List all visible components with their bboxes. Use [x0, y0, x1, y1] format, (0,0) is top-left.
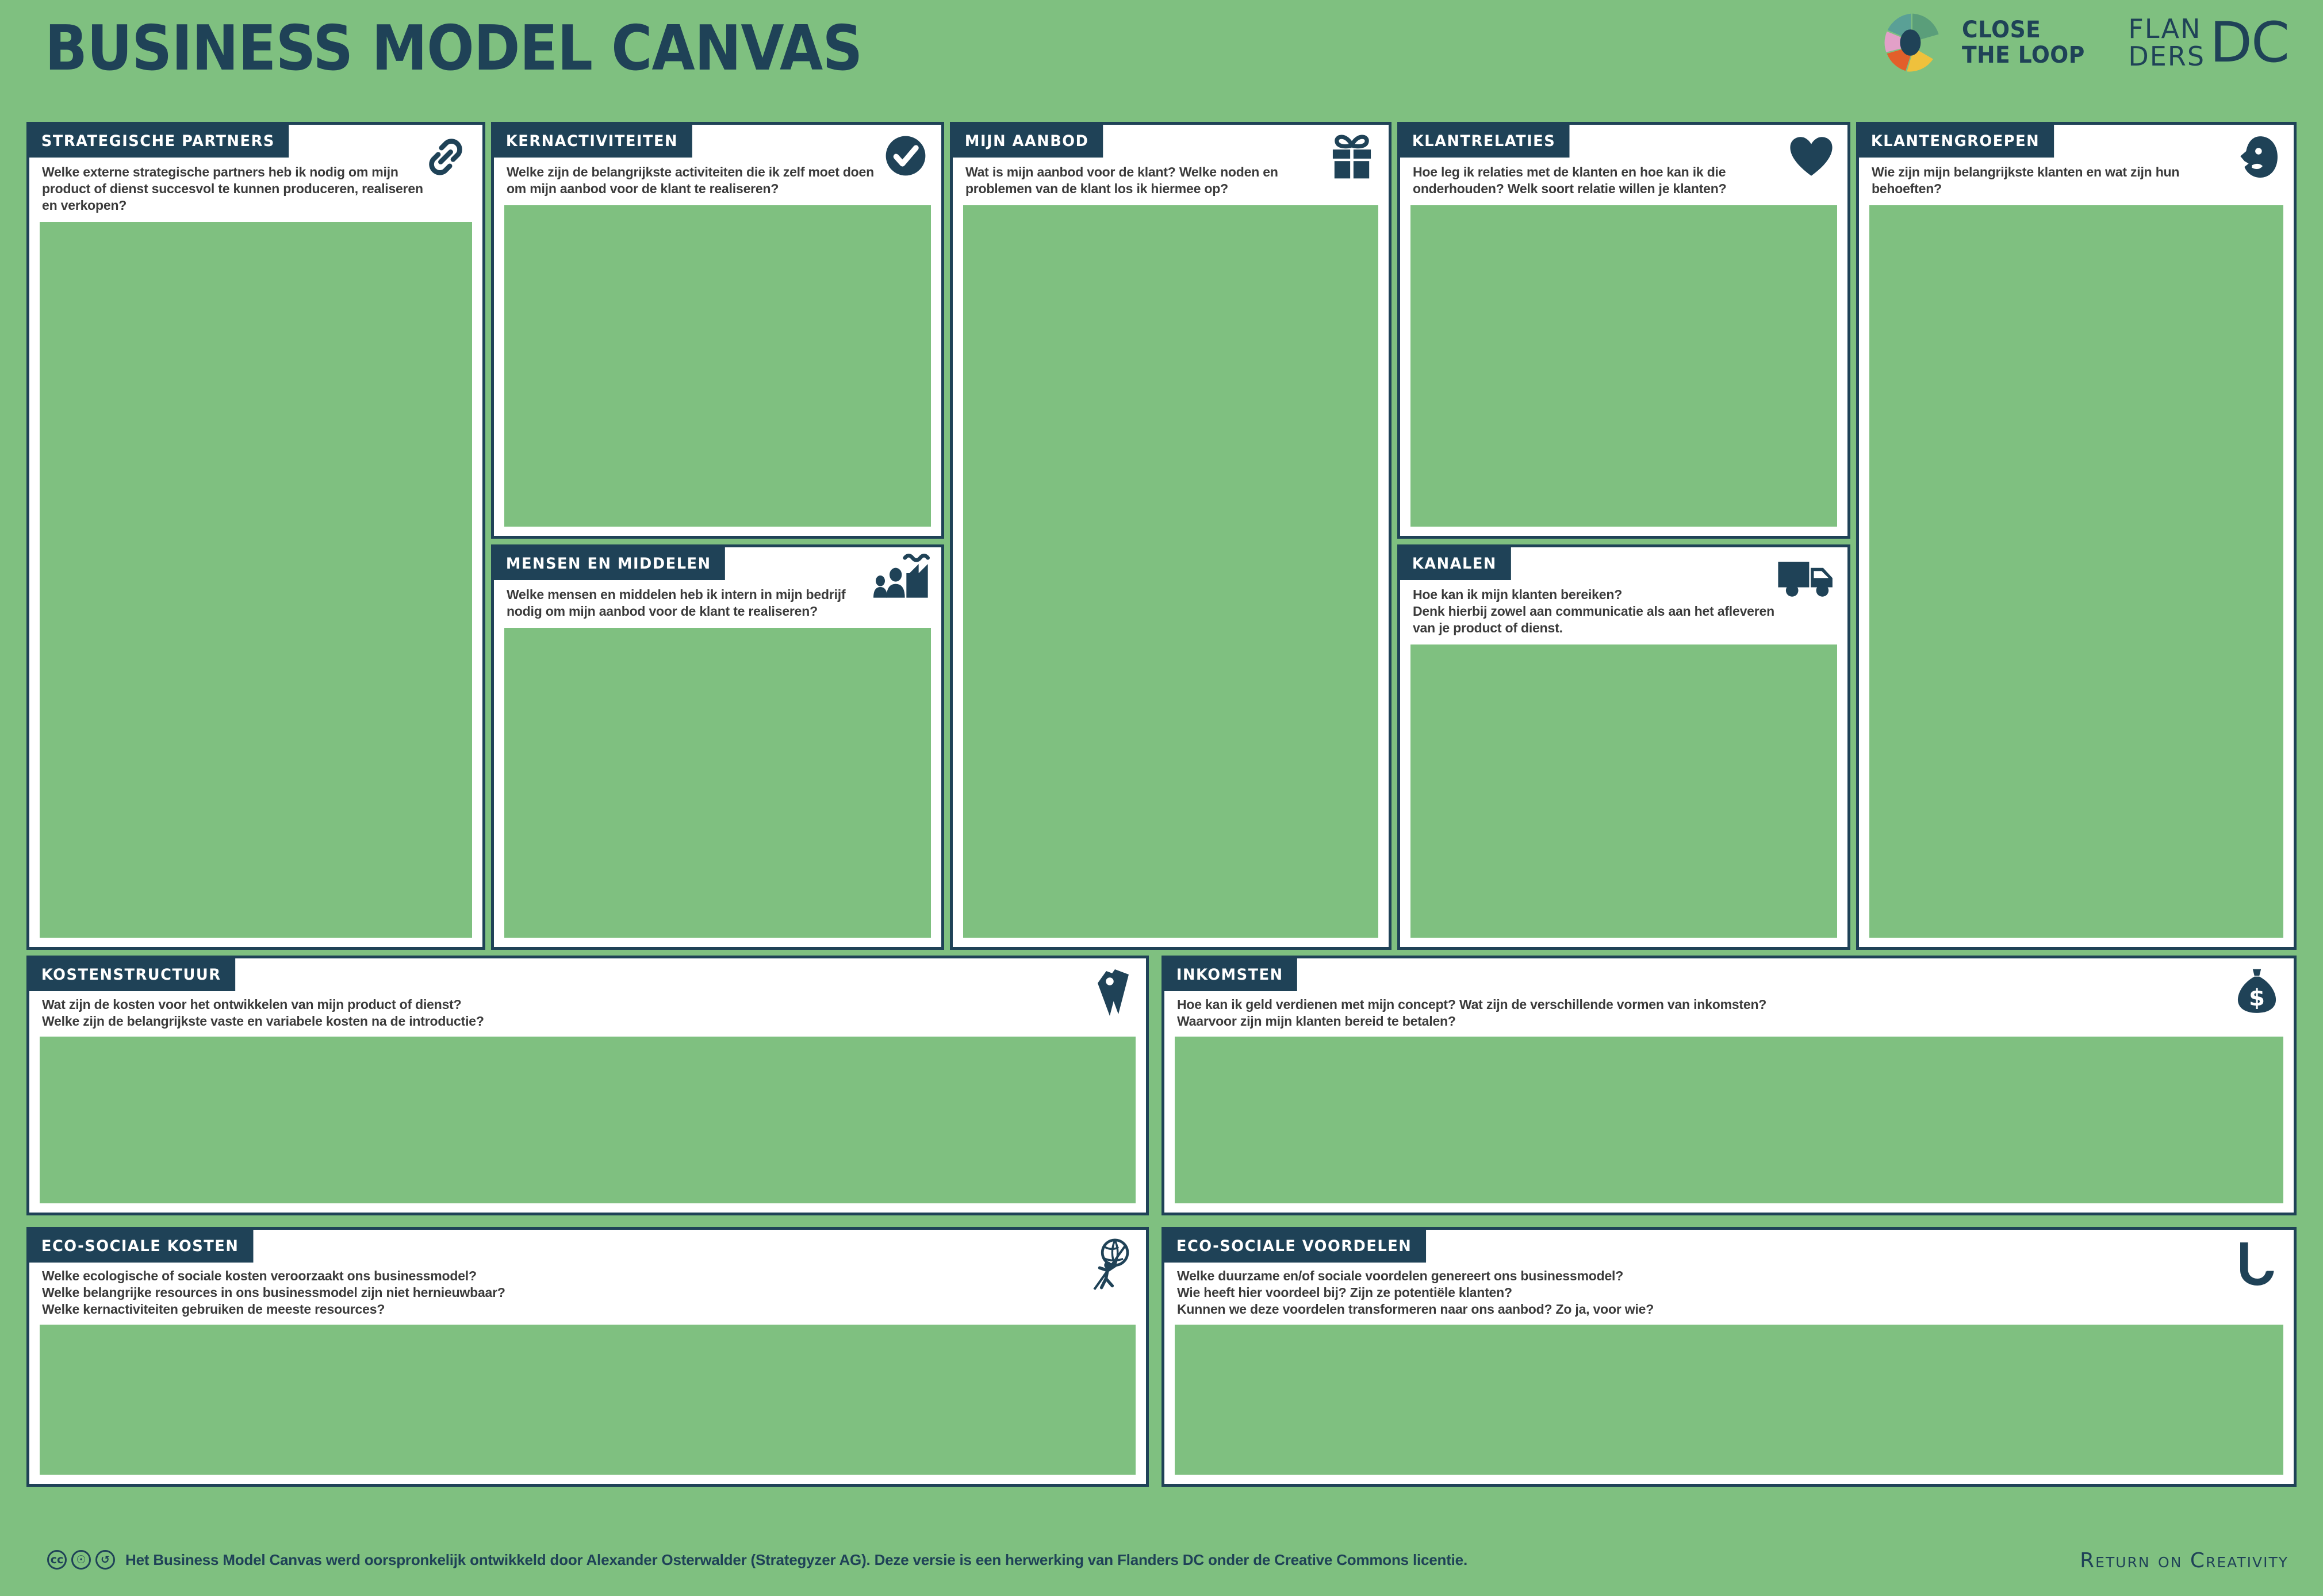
panel-eco-sociale-voordelen[interactable]: ECO-SOCIALE VOORDELEN Welke duurzame en/… — [1162, 1227, 2297, 1487]
panel-writing-area-klantengroepen[interactable] — [1869, 205, 2283, 938]
panel-title-kanalen: KANALEN — [1400, 547, 1511, 580]
panel-writing-area-kernactiviteiten[interactable] — [504, 205, 931, 527]
panel-writing-area-eco-sociale-kosten[interactable] — [40, 1325, 1136, 1475]
panel-writing-area-inkomsten[interactable] — [1175, 1037, 2283, 1203]
panel-desc-eco-sociale-voordelen: Welke duurzame en/of sociale voordelen g… — [1177, 1268, 1654, 1317]
head-profile-icon — [2230, 131, 2283, 186]
heart-icon — [1785, 131, 1837, 185]
panel-desc-mijn-aanbod: Wat is mijn aanbod voor de klant? Welke … — [965, 164, 1278, 196]
delivery-truck-icon — [1775, 553, 1837, 604]
panel-title-eco-sociale-kosten: ECO-SOCIALE KOSTEN — [29, 1230, 254, 1263]
panel-header: KOSTENSTRUCTUUR — [29, 958, 1146, 1016]
cc-by-icon: ☉ — [71, 1550, 91, 1570]
panel-header: KERNACTIVITEITEN — [493, 125, 941, 176]
price-tag-icon — [1080, 964, 1136, 1022]
bottom-right-slot: INKOMSTEN $ Hoe kan ik geld verdienen me… — [1162, 956, 2297, 1215]
flanders-dc-logo: FLAN DERS DC — [2128, 10, 2290, 75]
bottom-row-financial: KOSTENSTRUCTUUR Wat zijn de kosten voor … — [26, 956, 2297, 1215]
cc-sa-icon: ↺ — [95, 1550, 115, 1570]
column-strategische-partners: STRATEGISCHE PARTNERS Welke externe stra… — [26, 122, 485, 950]
column-klantengroepen: KLANTENGROEPEN Wie zijn mijn belangrijks… — [1856, 122, 2297, 950]
panel-kernactiviteiten[interactable]: KERNACTIVITEITEN Welke zijn de belangrij… — [490, 122, 944, 539]
column-mijn-aanbod: MIJN AANBOD Wat is mijn aanbod voor de k… — [949, 122, 1392, 950]
panel-title-klantrelaties: KLANTRELATIES — [1400, 125, 1570, 158]
panel-desc-klantengroepen: Wie zijn mijn belangrijkste klanten en w… — [1871, 164, 2180, 196]
panel-title-kostenstructuur: KOSTENSTRUCTUUR — [29, 958, 236, 991]
panel-header: STRATEGISCHE PARTNERS — [29, 125, 482, 175]
bottom-right-slot-eco: ECO-SOCIALE VOORDELEN Welke duurzame en/… — [1162, 1227, 2297, 1487]
canvas-grid: STRATEGISCHE PARTNERS Welke externe stra… — [26, 122, 2297, 950]
flanders-line2: DERS — [2128, 41, 2206, 72]
panel-header: KANALEN — [1400, 547, 1847, 597]
panel-desc-kanalen: Hoe kan ik mijn klanten bereiken? Denk h… — [1412, 587, 1774, 635]
panel-kostenstructuur[interactable]: KOSTENSTRUCTUUR Wat zijn de kosten voor … — [26, 956, 1149, 1215]
flanders-dc-mark: DC — [2210, 10, 2290, 75]
page-header: BUSINESS MODEL CANVAS CLOSE THE LOOP — [0, 0, 2323, 108]
panel-klantengroepen[interactable]: KLANTENGROEPEN Wie zijn mijn belangrijks… — [1856, 122, 2297, 950]
bottom-left-slot: KOSTENSTRUCTUUR Wat zijn de kosten voor … — [26, 956, 1149, 1215]
bottom-left-slot-eco: ECO-SOCIALE KOSTEN Welke ecologische of … — [26, 1227, 1149, 1487]
panel-desc-strategische-partners: Welke externe strategische partners heb … — [42, 164, 423, 213]
panel-header: MENSEN EN MIDDELEN — [493, 547, 941, 598]
panel-inkomsten[interactable]: INKOMSTEN $ Hoe kan ik geld verdienen me… — [1162, 956, 2297, 1215]
panel-kanalen[interactable]: KANALEN Hoe kan ik mijn klanten bereiken… — [1397, 544, 1850, 950]
logo-group: CLOSE THE LOOP FLAN DERS DC — [1878, 8, 2290, 77]
close-the-loop-logo: CLOSE THE LOOP — [1878, 8, 2092, 77]
panel-writing-area-eco-sociale-voordelen[interactable] — [1175, 1325, 2283, 1475]
return-on-creativity-tagline: Return on Creativity — [2080, 1549, 2288, 1572]
panel-klantrelaties[interactable]: KLANTRELATIES Hoe leg ik relaties met de… — [1397, 122, 1850, 539]
close-the-loop-mark-icon — [1878, 8, 1947, 77]
chain-link-icon — [419, 131, 472, 186]
panel-header: ECO-SOCIALE VOORDELEN — [1164, 1230, 2294, 1286]
panel-title-klantengroepen: KLANTENGROEPEN — [1858, 125, 2054, 158]
panel-title-mijn-aanbod: MIJN AANBOD — [952, 125, 1103, 158]
panel-title-mensen-en-middelen: MENSEN EN MIDDELEN — [493, 547, 726, 580]
close-the-loop-wordmark: CLOSE THE LOOP — [1962, 17, 2085, 68]
panel-writing-area-mijn-aanbod[interactable] — [963, 205, 1378, 938]
close-the-loop-line2: THE LOOP — [1961, 42, 2085, 68]
flanders-dc-wordmark: FLAN DERS — [2128, 15, 2205, 70]
panel-title-strategische-partners: STRATEGISCHE PARTNERS — [29, 125, 289, 158]
page-title: BUSINESS MODEL CANVAS — [45, 13, 862, 85]
panel-writing-area-strategische-partners[interactable] — [40, 222, 472, 938]
panel-mijn-aanbod[interactable]: MIJN AANBOD Wat is mijn aanbod voor de k… — [949, 122, 1392, 950]
creative-commons-icons: cc ☉ ↺ — [47, 1550, 115, 1570]
panel-writing-area-mensen-en-middelen[interactable] — [504, 628, 931, 938]
panel-title-kernactiviteiten: KERNACTIVITEITEN — [493, 125, 692, 158]
column-kernactiviteiten: KERNACTIVITEITEN Welke zijn de belangrij… — [490, 122, 944, 950]
panel-writing-area-klantrelaties[interactable] — [1410, 205, 1837, 527]
flanders-line1: FLAN — [2128, 13, 2202, 44]
panel-title-inkomsten: INKOMSTEN — [1164, 958, 1298, 991]
gift-icon — [1325, 131, 1378, 186]
panel-header: KLANTRELATIES — [1400, 125, 1847, 176]
panel-writing-area-kostenstructuur[interactable] — [40, 1037, 1136, 1203]
panel-header: MIJN AANBOD — [952, 125, 1389, 179]
panel-desc-klantrelaties: Hoe leg ik relaties met de klanten en ho… — [1412, 164, 1727, 196]
panel-desc-inkomsten: Hoe kan ik geld verdienen met mijn conce… — [1177, 997, 1767, 1029]
check-circle-icon — [880, 131, 931, 184]
svg-text:$: $ — [2249, 985, 2265, 1011]
panel-header: ECO-SOCIALE KOSTEN — [29, 1230, 1146, 1290]
recycle-arrow-icon — [2228, 1236, 2283, 1294]
panel-title-eco-sociale-voordelen: ECO-SOCIALE VOORDELEN — [1164, 1230, 1427, 1263]
close-the-loop-line1: CLOSE — [1961, 17, 2041, 43]
bottom-row-eco-social: ECO-SOCIALE KOSTEN Welke ecologische of … — [26, 1227, 2297, 1487]
column-klantrelaties: KLANTRELATIES Hoe leg ik relaties met de… — [1397, 122, 1850, 950]
panel-header: INKOMSTEN $ — [1164, 958, 2294, 1013]
people-factory-icon — [867, 553, 931, 605]
cc-icon: cc — [47, 1550, 67, 1570]
money-bag-icon: $ — [2230, 964, 2283, 1020]
panel-mensen-en-middelen[interactable]: MENSEN EN MIDDELEN Welke mensen en midde… — [490, 544, 944, 950]
footer-credit-text: Het Business Model Canvas werd oorspronk… — [125, 1551, 1467, 1568]
panel-eco-sociale-kosten[interactable]: ECO-SOCIALE KOSTEN Welke ecologische of … — [26, 1227, 1149, 1487]
panel-strategische-partners[interactable]: STRATEGISCHE PARTNERS Welke externe stra… — [26, 122, 485, 950]
panel-writing-area-kanalen[interactable] — [1410, 644, 1837, 938]
globe-climb-icon — [1078, 1236, 1136, 1296]
panel-desc-eco-sociale-kosten: Welke ecologische of sociale kosten vero… — [42, 1268, 505, 1317]
page-footer: cc ☉ ↺ Het Business Model Canvas werd oo… — [0, 1536, 2323, 1596]
panel-desc-kostenstructuur: Wat zijn de kosten voor het ontwikkelen … — [42, 997, 484, 1029]
panel-desc-mensen-en-middelen: Welke mensen en middelen heb ik intern i… — [506, 587, 846, 619]
panel-header: KLANTENGROEPEN — [1858, 125, 2294, 178]
panel-desc-kernactiviteiten: Welke zijn de belangrijkste activiteiten… — [506, 164, 874, 196]
